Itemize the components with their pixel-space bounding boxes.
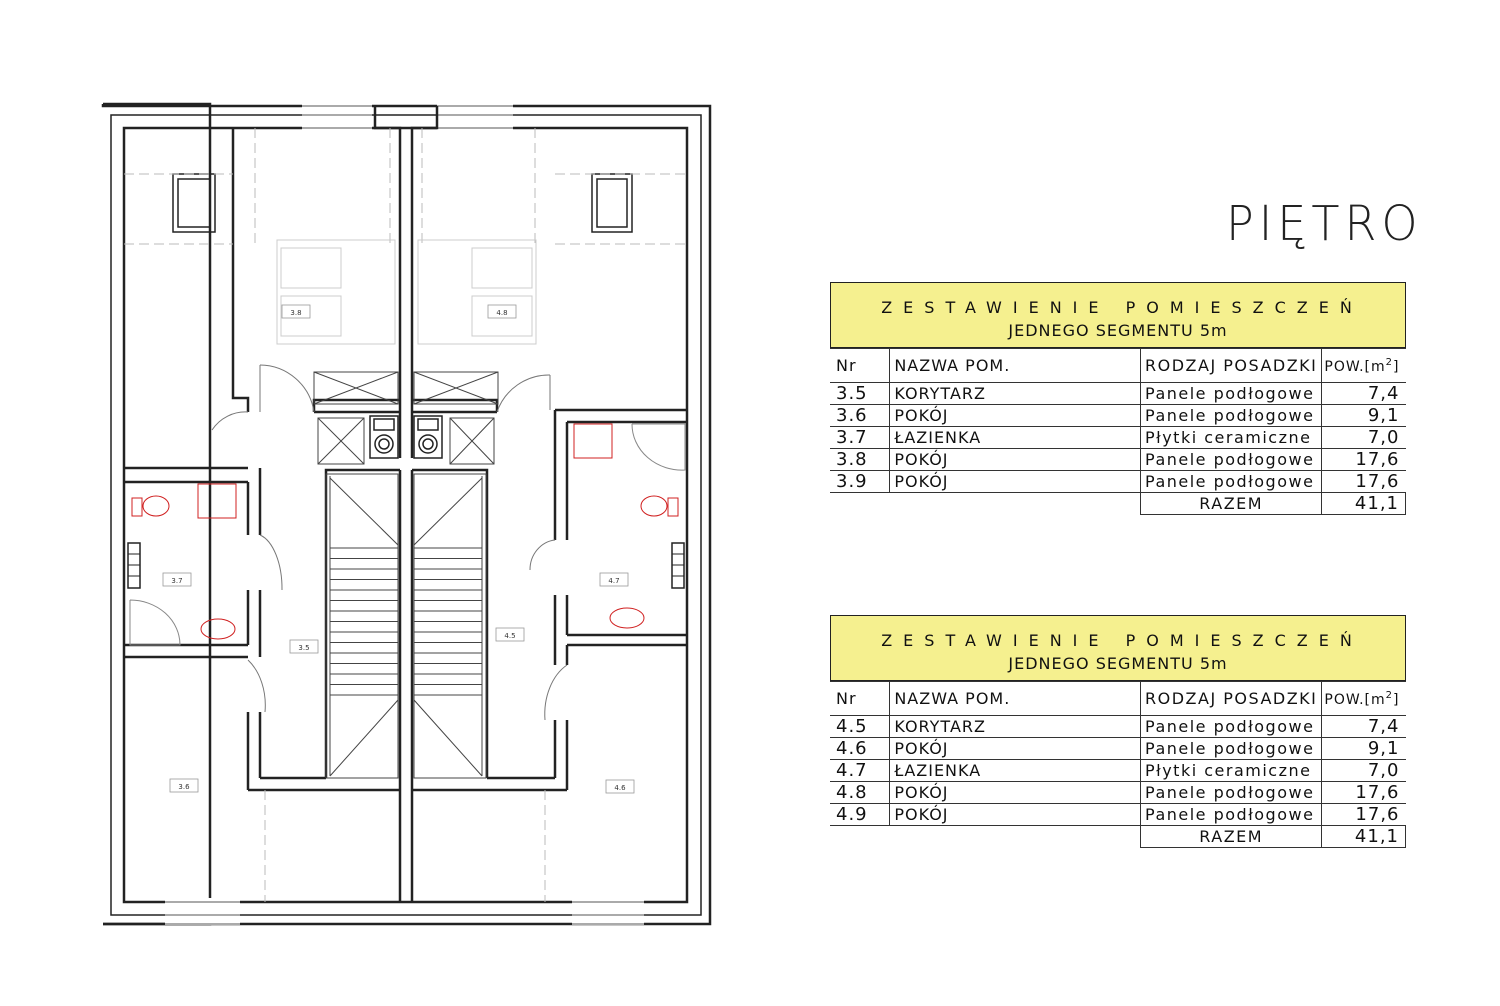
- cell-area: 17,6: [1321, 448, 1406, 471]
- cell-nr: 3.6: [830, 404, 891, 427]
- room-label: 4.6: [614, 784, 626, 792]
- room-label: 4.5: [504, 632, 515, 640]
- room-label: 3.5: [298, 644, 309, 652]
- table-subtitle: JEDNEGO SEGMENTU 5m: [1008, 321, 1228, 340]
- room-label: 3.7: [171, 577, 182, 585]
- room-table: Nr NAZWA POM. RODZAJ POSADZKI POW.[m2] 3…: [830, 348, 1406, 515]
- cell-nr: 4.7: [830, 759, 891, 782]
- cell-area: 17,6: [1321, 781, 1406, 804]
- cell-floor: Panele podłogowe: [1140, 803, 1323, 826]
- cell-floor: Płytki ceramiczne: [1140, 426, 1323, 449]
- cell-name: POKÓJ: [889, 737, 1142, 760]
- cell-area: 7,0: [1321, 759, 1406, 782]
- cell-name: POKÓJ: [889, 448, 1142, 471]
- cell-area: 7,0: [1321, 426, 1406, 449]
- cell-floor: Panele podłogowe: [1140, 715, 1323, 738]
- cell-nr: 3.5: [830, 382, 891, 405]
- table-header-box: ZESTAWIENIE POMIESZCZEŃ JEDNEGO SEGMENTU…: [830, 282, 1406, 348]
- col-floor: RODZAJ POSADZKI: [1140, 681, 1323, 716]
- floor-title: PIĘTRO: [1226, 194, 1423, 252]
- cell-area: 7,4: [1321, 382, 1406, 405]
- cell-area: 9,1: [1321, 737, 1406, 760]
- cell-nr: 4.5: [830, 715, 891, 738]
- cell-area: 17,6: [1321, 470, 1406, 493]
- cell-name: KORYTARZ: [889, 382, 1142, 405]
- table-title: ZESTAWIENIE POMIESZCZEŃ: [881, 631, 1363, 650]
- room-table: Nr NAZWA POM. RODZAJ POSADZKI POW.[m2] 4…: [830, 681, 1406, 848]
- cell-name: ŁAZIENKA: [889, 759, 1142, 782]
- total-value: 41,1: [1321, 825, 1406, 848]
- cell-name: POKÓJ: [889, 404, 1142, 427]
- total-row: RAZEM 41,1: [830, 492, 1406, 515]
- total-row: RAZEM 41,1: [830, 825, 1406, 848]
- column-headers: Nr NAZWA POM. RODZAJ POSADZKI POW.[m2]: [830, 348, 1406, 383]
- col-area: POW.[m2]: [1321, 681, 1406, 716]
- cell-floor: Panele podłogowe: [1140, 404, 1323, 427]
- cell-name: POKÓJ: [889, 781, 1142, 804]
- room-schedule-table-2: ZESTAWIENIE POMIESZCZEŃ JEDNEGO SEGMENTU…: [830, 615, 1406, 848]
- cell-area: 17,6: [1321, 803, 1406, 826]
- room-schedule-table-1: ZESTAWIENIE POMIESZCZEŃ JEDNEGO SEGMENTU…: [830, 282, 1406, 515]
- table-header-box: ZESTAWIENIE POMIESZCZEŃ JEDNEGO SEGMENTU…: [830, 615, 1406, 681]
- cell-floor: Panele podłogowe: [1140, 737, 1323, 760]
- room-label: 3.8: [290, 309, 301, 317]
- room-label: 3.6: [178, 783, 190, 791]
- column-headers: Nr NAZWA POM. RODZAJ POSADZKI POW.[m2]: [830, 681, 1406, 716]
- table-subtitle: JEDNEGO SEGMENTU 5m: [1008, 654, 1228, 673]
- col-nr: Nr: [830, 348, 891, 383]
- room-label: 4.7: [608, 577, 619, 585]
- cell-floor: Panele podłogowe: [1140, 470, 1323, 493]
- cell-name: POKÓJ: [889, 803, 1142, 826]
- room-label: 4.8: [496, 309, 507, 317]
- cell-nr: 4.9: [830, 803, 891, 826]
- blank-cell: [830, 826, 1141, 848]
- cell-name: KORYTARZ: [889, 715, 1142, 738]
- cell-floor: Płytki ceramiczne: [1140, 759, 1323, 782]
- col-name: NAZWA POM.: [889, 348, 1142, 383]
- col-floor: RODZAJ POSADZKI: [1140, 348, 1323, 383]
- cell-name: POKÓJ: [889, 470, 1142, 493]
- blank-cell: [830, 493, 1141, 515]
- cell-nr: 3.7: [830, 426, 891, 449]
- table-title: ZESTAWIENIE POMIESZCZEŃ: [881, 298, 1363, 317]
- col-nr: Nr: [830, 681, 891, 716]
- cell-name: ŁAZIENKA: [889, 426, 1142, 449]
- cell-nr: 3.8: [830, 448, 891, 471]
- cell-nr: 4.8: [830, 781, 891, 804]
- cell-area: 9,1: [1321, 404, 1406, 427]
- cell-area: 7,4: [1321, 715, 1406, 738]
- cell-floor: Panele podłogowe: [1140, 781, 1323, 804]
- cell-floor: Panele podłogowe: [1140, 448, 1323, 471]
- col-area: POW.[m2]: [1321, 348, 1406, 383]
- total-label: RAZEM: [1140, 825, 1323, 848]
- total-value: 41,1: [1321, 492, 1406, 515]
- floor-plan: 3.8 4.8 3.7 4.7 3.5 4.5 3.6 4.6: [101, 102, 712, 926]
- total-label: RAZEM: [1140, 492, 1323, 515]
- cell-nr: 4.6: [830, 737, 891, 760]
- col-name: NAZWA POM.: [889, 681, 1142, 716]
- cell-floor: Panele podłogowe: [1140, 382, 1323, 405]
- cell-nr: 3.9: [830, 470, 891, 493]
